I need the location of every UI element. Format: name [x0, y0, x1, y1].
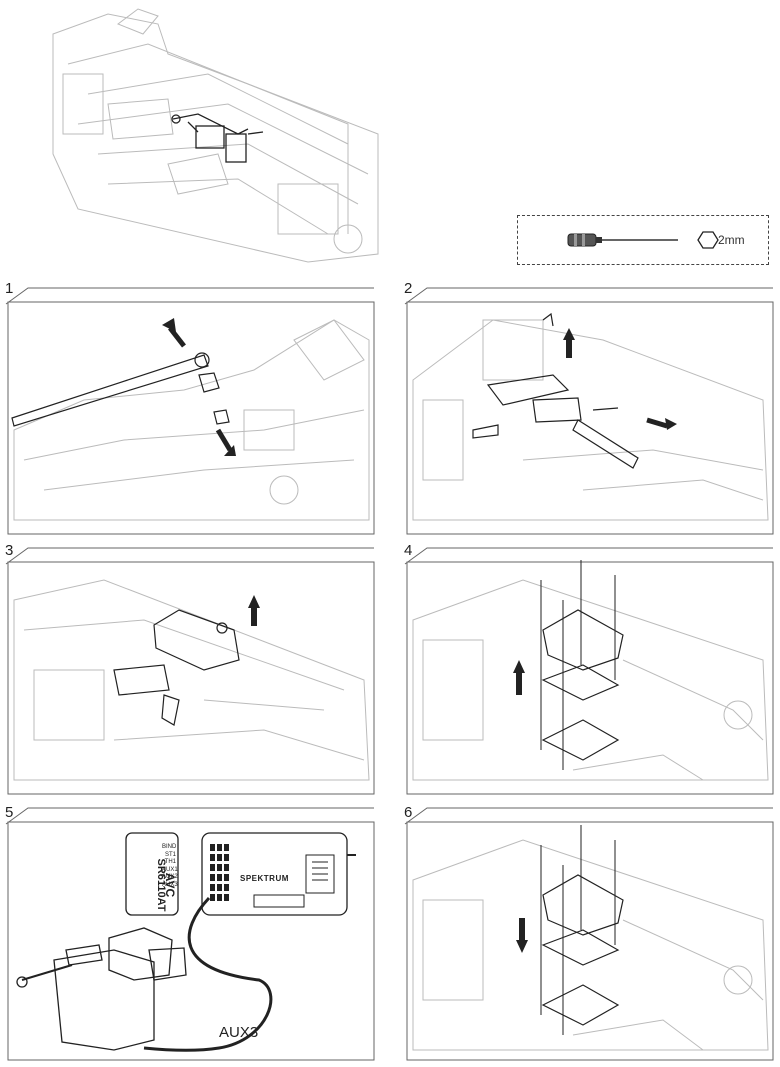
step-1: 1 — [4, 280, 376, 537]
receiver-channel-list: BIND ST1 TH1 AUX1 AUX2 AUX3 — [162, 844, 178, 888]
step-4: 4 — [403, 540, 775, 797]
avc-module — [125, 832, 179, 916]
aux-port-label: AUX3 — [219, 1024, 259, 1041]
tool-callout: 2mm — [517, 215, 769, 265]
step-number: 6 — [404, 804, 413, 821]
receiver-brand-text: SPEKTRUM — [240, 874, 289, 883]
step-5: 5 SR6110AT — [4, 800, 376, 1062]
screwdriver-icon — [567, 233, 678, 247]
servo — [16, 927, 187, 1051]
step-2: 2 — [403, 280, 775, 537]
step-6: 6 — [403, 800, 775, 1062]
step-3: 3 — [4, 540, 376, 797]
step-number: 4 — [404, 542, 413, 559]
step-number: 1 — [5, 280, 14, 297]
step-number: 2 — [404, 280, 413, 297]
hex-size-label: 2mm — [718, 233, 745, 247]
step-number: 3 — [5, 542, 14, 559]
receiver — [201, 832, 348, 916]
servo-cable — [143, 896, 273, 1052]
step-number: 5 — [5, 804, 14, 821]
overview-drawing — [48, 4, 383, 266]
hex-icon — [697, 231, 719, 249]
